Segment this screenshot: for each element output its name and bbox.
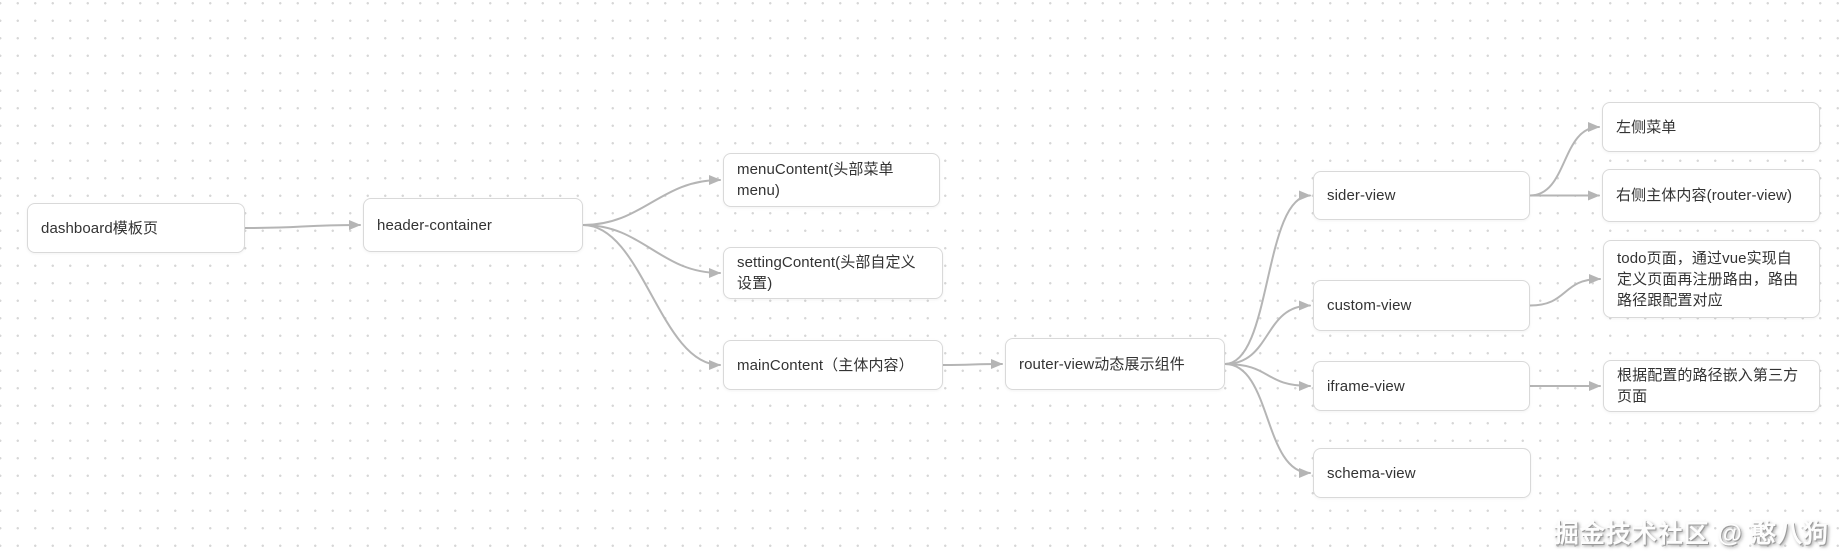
node-dashboard[interactable]: dashboard模板页	[27, 203, 245, 253]
node-header-container[interactable]: header-container	[363, 198, 583, 252]
node-sider-view[interactable]: sider-view	[1313, 171, 1530, 220]
edge-header-container-to-menu-content	[582, 175, 721, 226]
edge-header-container-to-setting-content	[582, 224, 721, 278]
node-right-main[interactable]: 右侧主体内容(router-view)	[1602, 169, 1820, 222]
edge-router-view-to-custom-view	[1224, 300, 1311, 365]
node-label: header-container	[377, 216, 493, 234]
node-label: 根据配置的路径嵌入第三方 页面	[1617, 367, 1799, 405]
node-router-view[interactable]: router-view动态展示组件	[1005, 338, 1225, 390]
edge-sider-view-to-left-menu	[1529, 122, 1600, 197]
node-label: 左侧菜单	[1616, 118, 1677, 136]
node-label: 右侧主体内容(router-view)	[1616, 187, 1793, 204]
node-todo-page[interactable]: todo页面，通过vue实现自 定义页面再注册路由，路由 路径跟配置对应	[1603, 240, 1820, 318]
edge-dashboard-to-header-container	[244, 220, 361, 231]
node-label: custom-view	[1327, 297, 1412, 314]
node-label: settingContent(头部自定义 设置)	[737, 254, 916, 292]
node-setting-content[interactable]: settingContent(头部自定义 设置)	[723, 247, 943, 299]
node-schema-view[interactable]: schema-view	[1313, 448, 1531, 498]
node-iframe-desc[interactable]: 根据配置的路径嵌入第三方 页面	[1603, 360, 1820, 412]
watermark: 掘金技术社区 @ 憨八狗	[1553, 520, 1829, 548]
edge-router-view-to-sider-view	[1224, 190, 1311, 365]
node-label: dashboard模板页	[41, 219, 159, 237]
edge-router-view-to-schema-view	[1224, 363, 1311, 478]
node-menu-content[interactable]: menuContent(头部菜单 menu)	[723, 153, 940, 207]
node-custom-view[interactable]: custom-view	[1313, 280, 1530, 331]
node-iframe-view[interactable]: iframe-view	[1313, 361, 1530, 411]
edge-router-view-to-iframe-view	[1224, 363, 1311, 391]
edge-header-container-to-main-content	[582, 224, 721, 370]
edge-custom-view-to-todo-page	[1529, 274, 1601, 307]
node-label: schema-view	[1327, 464, 1416, 482]
node-label: router-view动态展示组件	[1019, 355, 1185, 373]
node-label: mainContent（主体内容）	[737, 356, 914, 374]
node-label: todo页面，通过vue实现自 定义页面再注册路由，路由 路径跟配置对应	[1617, 249, 1799, 309]
node-main-content[interactable]: mainContent（主体内容）	[723, 340, 943, 390]
node-left-menu[interactable]: 左侧菜单	[1602, 102, 1820, 152]
node-label: sider-view	[1327, 187, 1396, 204]
node-label: menuContent(头部菜单 menu)	[737, 161, 894, 199]
node-label: iframe-view	[1327, 377, 1405, 395]
edge-main-content-to-router-view	[942, 359, 1003, 370]
